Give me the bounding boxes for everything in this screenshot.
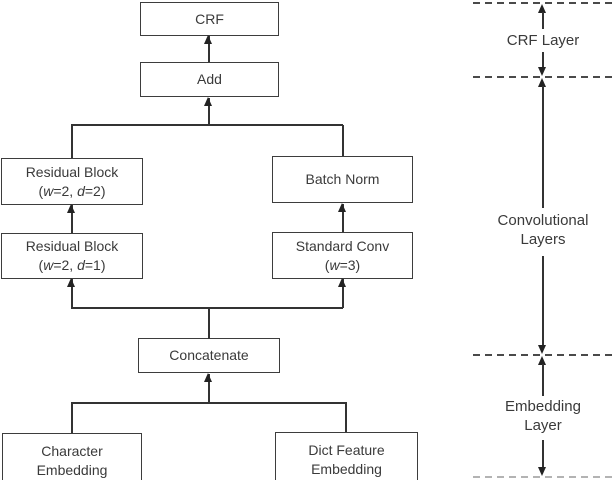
arrowhead-up-icon [204,97,212,106]
node-residual-block-top: Residual Block (w=2, d=2) [1,158,143,205]
connector-embeddings-horizontal [71,402,347,404]
layer-divider-dashed-line [473,76,612,78]
arrowhead-up-icon [204,35,212,44]
node-concatenate-label: Concatenate [169,347,249,363]
arrowhead-up-icon [338,203,346,212]
arrowhead-up-icon [67,278,75,287]
convolutional-layers-span-line [542,256,544,346]
crf-layer-span-line [542,52,544,67]
params-part: =3) [339,256,361,273]
params-part: d [77,182,85,199]
node-character-embedding-label: Character Embedding [36,442,108,478]
node-residual-block-bottom-params: (w=2, d=1) [39,256,106,275]
node-concatenate: Concatenate [138,338,280,373]
params-part: w [329,256,340,273]
connector-residual-bottom-to-top [71,205,73,233]
embedding-layer-span-line [542,364,544,396]
layer-divider-dashed-line [473,476,612,478]
node-dict-feature-embedding: Dict Feature Embedding [275,432,418,480]
node-character-embedding: Character Embedding [2,433,142,480]
params-part: =2) [84,182,106,199]
params-part: =1) [84,257,106,273]
node-dict-feature-embedding-label: Dict Feature Embedding [308,442,385,477]
arrowhead-up-icon [204,373,212,382]
arrowhead-up-icon [538,78,546,87]
connector-conv-to-batch-norm [342,204,344,232]
params-part: w [43,182,54,199]
node-standard-conv-params: (w=3) [325,256,360,275]
arrowhead-up-icon [338,278,346,287]
connector-dict-embedding-out [345,403,347,432]
connector-merge-horizontal [71,124,343,126]
connector-split-to-residual [71,279,73,308]
connector-split-to-conv [342,279,344,308]
params-part: w [43,257,54,273]
embedding-layer-label: Embedding Layer [505,398,581,434]
connector-character-embedding-out [71,403,73,433]
convolutional-layers-span-line [542,86,544,208]
arrowhead-up-icon [538,4,546,13]
params-part: ( [324,256,330,273]
connector-embeddings-to-concatenate [208,374,210,403]
arrowhead-up-icon [67,204,75,213]
crf-layer-label: CRF Layer [506,32,580,49]
node-add-label: Add [197,71,222,87]
node-residual-block-top-label: Residual Block [25,163,119,180]
connector-add-to-crf [208,36,210,62]
layer-divider-dashed-line [473,354,612,356]
connector-split-horizontal [71,307,343,309]
arrowhead-down-icon [538,67,546,76]
convolutional-layers-label: Convolutional Layers [497,212,589,248]
params-part: ( [38,182,44,199]
node-standard-conv: Standard Conv (w=3) [272,232,413,279]
params-part: =2, [53,257,78,273]
arrowhead-down-icon [538,467,546,476]
node-residual-block-bottom-label: Residual Block [25,238,119,254]
node-crf: CRF [140,2,279,36]
node-batch-norm-label: Batch Norm [305,171,380,187]
arrowhead-up-icon [538,356,546,365]
connector-concatenate-out [208,308,210,339]
connector-batch-norm-out [342,125,344,156]
params-part: d [77,257,85,273]
layer-divider-dashed-line [473,2,612,4]
connector-branches-to-add [208,98,210,125]
connector-residual-top-out [71,125,73,158]
node-batch-norm: Batch Norm [272,156,413,203]
arrowhead-down-icon [538,345,546,354]
node-residual-block-top-params: (w=2, d=2) [39,182,106,201]
embedding-layer-span-line [542,440,544,468]
crf-layer-span-line [542,12,544,29]
node-residual-block-bottom: Residual Block (w=2, d=1) [1,233,143,279]
params-part: =2, [53,182,78,199]
node-crf-label: CRF [195,10,224,27]
node-standard-conv-label: Standard Conv [295,237,390,254]
node-add: Add [140,62,279,97]
params-part: ( [38,257,44,273]
